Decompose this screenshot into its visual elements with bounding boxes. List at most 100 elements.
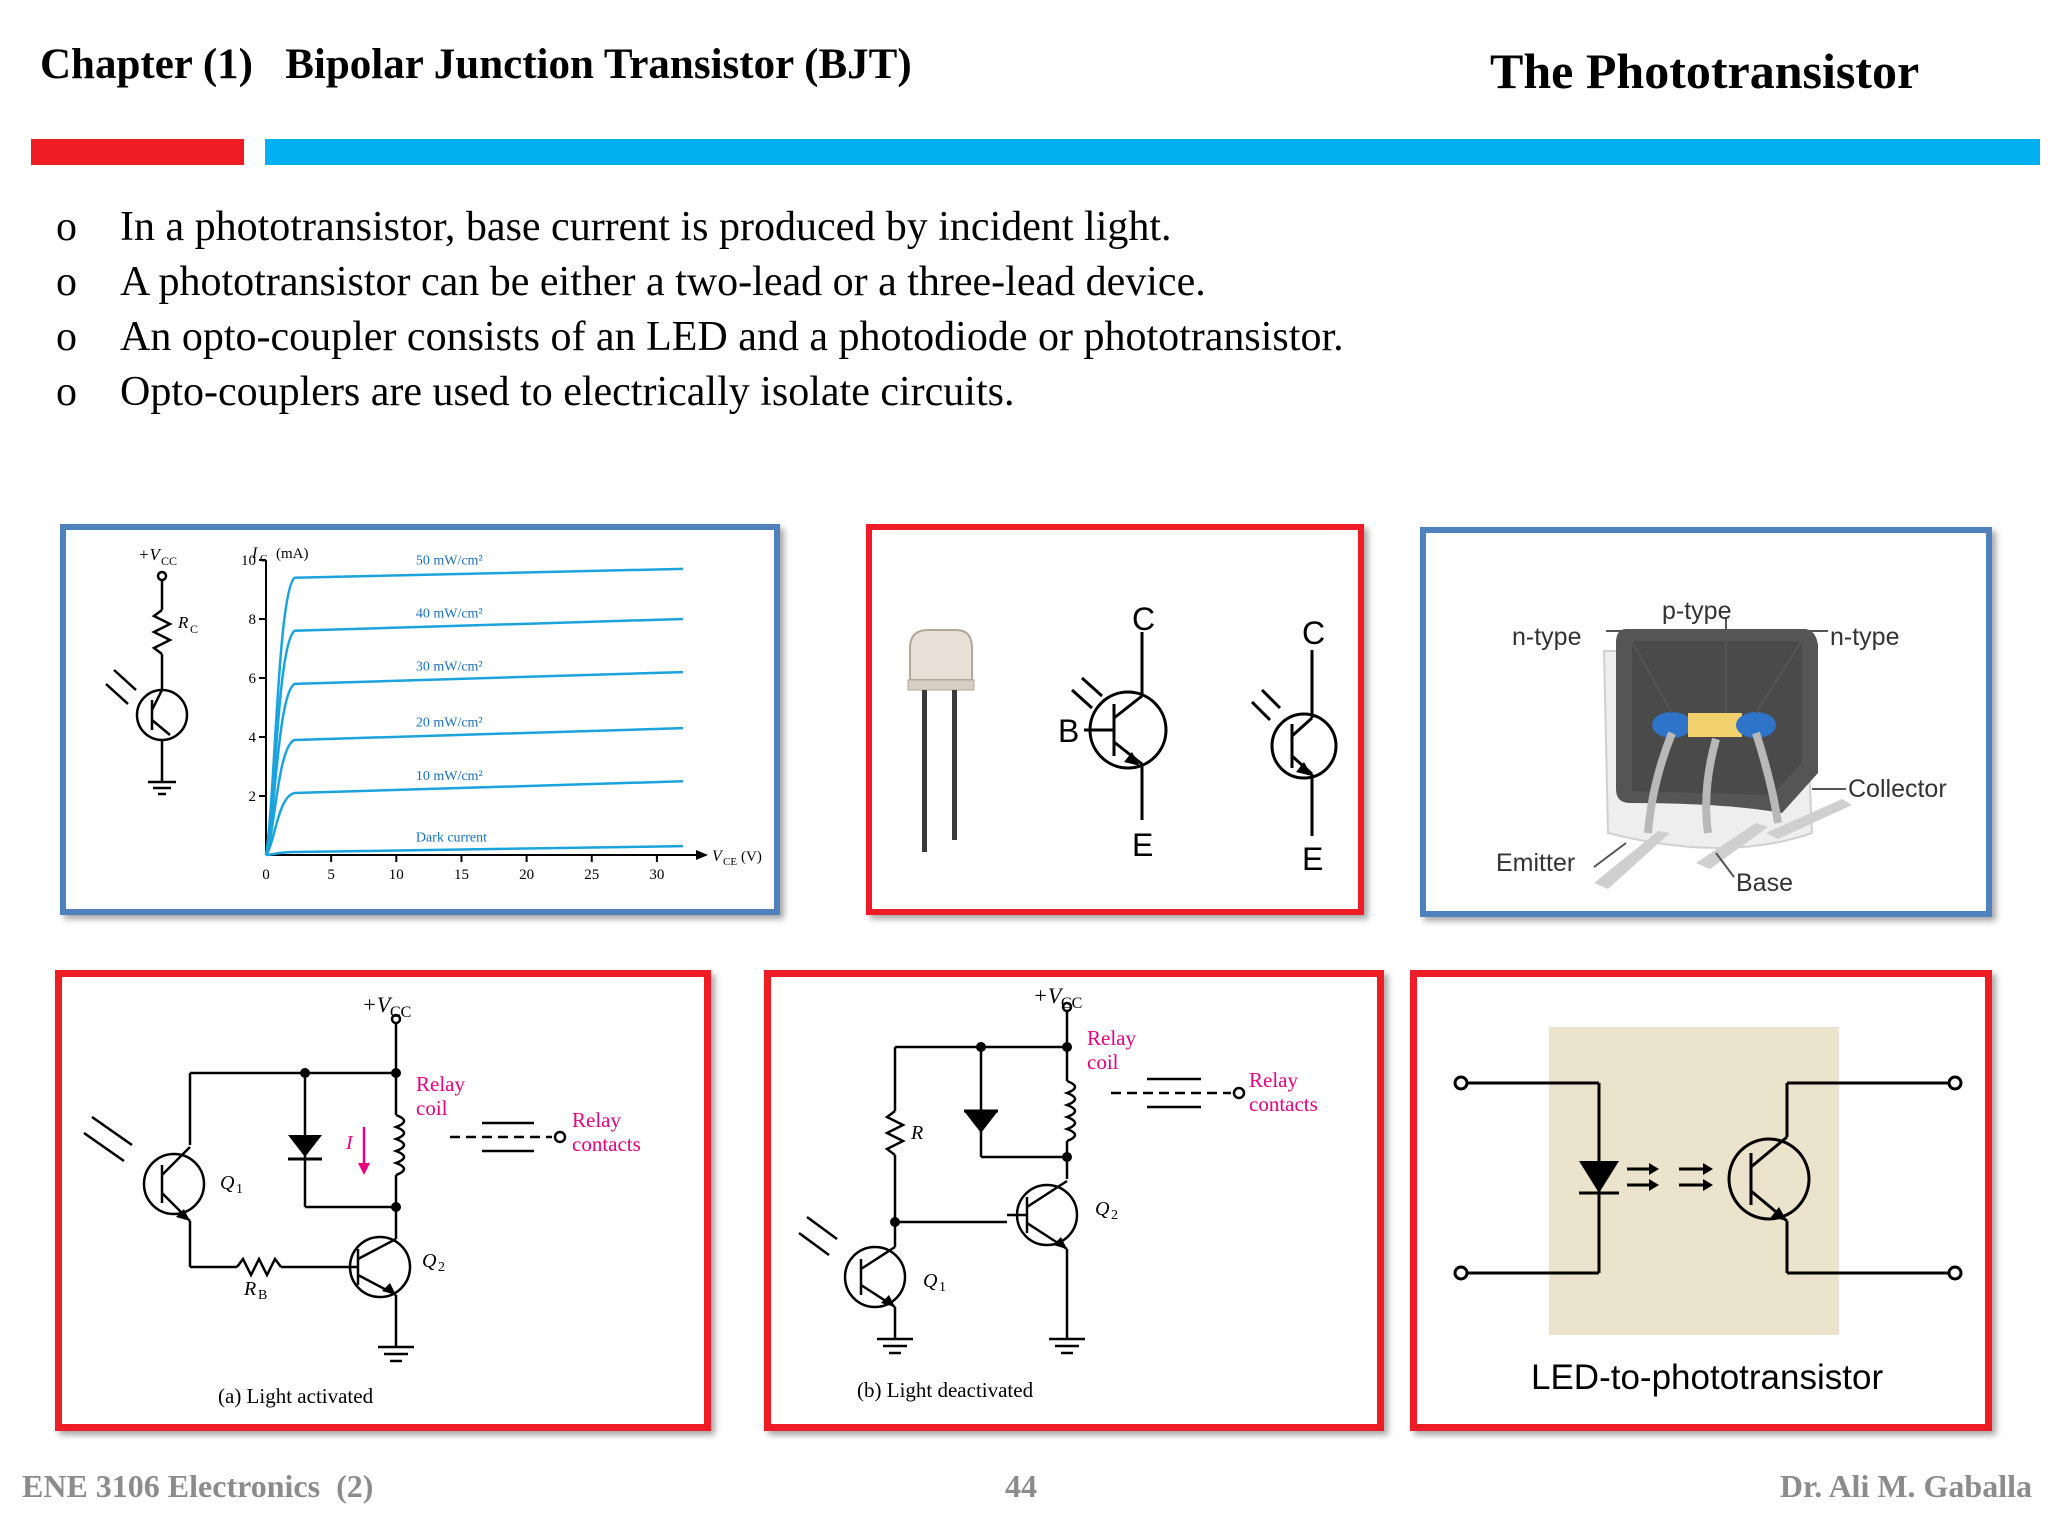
r-label: R: [910, 1122, 923, 1144]
rb-label: R: [243, 1278, 256, 1300]
x-tick-label: 10: [389, 867, 404, 883]
relay-b-circuit: [798, 1001, 1246, 1355]
phototransistor-bias-circuit: [105, 570, 189, 796]
vcc-label: +V: [1033, 983, 1064, 1008]
accent-bar-red: [31, 139, 244, 165]
emitter-label: E: [1132, 827, 1153, 863]
led-icon: [1579, 1161, 1619, 1193]
q1-subscript: 1: [236, 1182, 243, 1197]
emitter-arrow-icon: [1296, 762, 1312, 776]
vcc-subscript: CC: [390, 1004, 411, 1021]
series-label: 40 mW/cm²: [416, 607, 483, 622]
relay-coil-label-line2: coil: [1087, 1050, 1119, 1074]
x-axis-unit: (V): [741, 849, 762, 865]
bullet-text: Opto-couplers are used to electrically i…: [120, 369, 1015, 415]
figure-optocoupler: LED-to-phototransistor: [1410, 970, 1992, 1431]
slide-topic-title: The Phototransistor: [1490, 43, 1920, 99]
vcc-subscript: CC: [1061, 995, 1082, 1012]
bullet-text: An opto-coupler consists of an LED and a…: [120, 314, 1344, 360]
q1-subscript: 1: [939, 1280, 946, 1295]
phototransistor-package-image: [907, 629, 975, 852]
figure-phototransistor-construction: p-type n-type n-type Collector Emitter B…: [1420, 527, 1992, 917]
phototransistor-symbol-three-lead: [1070, 632, 1168, 820]
diode-icon: [964, 1111, 998, 1133]
relay-contacts-label-line1: Relay: [572, 1108, 621, 1132]
relay-contacts-label-line1: Relay: [1249, 1068, 1298, 1092]
series-curve: [264, 726, 684, 856]
emitter-arrow-icon: [881, 1295, 895, 1307]
accent-bar-blue: [265, 139, 2040, 165]
q2-subscript: 2: [438, 1260, 445, 1275]
q1-label: Q: [220, 1172, 235, 1194]
emitter-arrow-icon: [382, 1283, 396, 1295]
n-type-left-label: n-type: [1512, 623, 1581, 651]
figure-relay-light-deactivated: +V CC Relay coil Relay contacts R Q 2 Q …: [764, 970, 1384, 1431]
p-type-label: p-type: [1662, 597, 1731, 625]
light-arrows-icon: [1627, 1167, 1703, 1187]
y-tick-label: 6: [249, 671, 257, 687]
x-tick-label: 5: [327, 867, 335, 883]
relay-b-svg: +V CC Relay coil Relay contacts R Q 2 Q …: [798, 983, 1318, 1402]
construction-leader-lines: [1593, 617, 1846, 878]
vcc-label: +V: [362, 992, 393, 1017]
y-axis-subscript: C: [260, 553, 267, 565]
bullet-marker: o: [56, 204, 77, 250]
x-tick-label: 30: [649, 867, 664, 883]
x-tick-label: 0: [262, 867, 270, 883]
y-tick-label: 4: [249, 730, 257, 746]
footer-page-number: 44: [1005, 1468, 1037, 1504]
x-axis-arrow: [696, 850, 708, 860]
relay-contacts-label-line2: contacts: [1249, 1092, 1318, 1116]
y-tick-label: 10: [241, 553, 256, 569]
figure-phototransistor-symbols: C B E C E: [866, 524, 1364, 915]
x-tick-label: 25: [584, 867, 599, 883]
relay-coil-label-line2: coil: [416, 1096, 448, 1120]
x-axis-label: V: [712, 848, 724, 865]
q2-label: Q: [422, 1250, 437, 1272]
y-axis-label: I: [251, 545, 258, 562]
construction-illustration: [1594, 629, 1852, 889]
emitter-arrow-icon: [176, 1209, 190, 1221]
footer-author: Dr. Ali M. Gaballa: [1779, 1468, 2032, 1504]
series-label: 50 mW/cm²: [416, 553, 483, 568]
emitter-arrow-icon: [1124, 752, 1140, 766]
rb-subscript: B: [258, 1288, 267, 1303]
relay-coil-label-line1: Relay: [1087, 1026, 1136, 1050]
rc-label: R: [177, 613, 189, 632]
bullet-marker: o: [56, 369, 77, 415]
q1-label: Q: [923, 1270, 938, 1292]
y-tick-label: 8: [249, 612, 257, 628]
chapter-title: Chapter (1) Bipolar Junction Transistor …: [40, 41, 912, 88]
current-label: I: [345, 1132, 354, 1154]
series-curve: [264, 617, 684, 856]
y-tick-label: 2: [249, 789, 257, 805]
series-label: 10 mW/cm²: [416, 769, 483, 784]
collector-label: C: [1132, 601, 1155, 637]
series-curve: [264, 780, 684, 856]
q2-subscript: 2: [1111, 1208, 1118, 1223]
bullet-text: In a phototransistor, base current is pr…: [120, 204, 1172, 250]
bullet-marker: o: [56, 259, 77, 305]
figure-caption: LED-to-phototransistor: [1531, 1358, 1883, 1397]
vcc-subscript: CC: [161, 554, 177, 568]
optocoupler-svg: LED-to-phototransistor: [1453, 1027, 1963, 1397]
y-axis-unit: (mA): [276, 546, 309, 562]
figure-caption: (a) Light activated: [218, 1384, 374, 1408]
bullet-marker: o: [56, 314, 77, 360]
collector-label: Collector: [1848, 775, 1947, 803]
emitter-label: Emitter: [1496, 849, 1575, 877]
emitter-arrow-icon: [1053, 1237, 1067, 1249]
construction-svg: p-type n-type n-type Collector Emitter B…: [1496, 597, 1947, 897]
n-type-right-label: n-type: [1830, 623, 1899, 651]
relay-contacts-label-line2: contacts: [572, 1132, 641, 1156]
series-label: 30 mW/cm²: [416, 660, 483, 675]
footer-course: ENE 3106 Electronics (2): [22, 1468, 374, 1504]
vcc-label: +V: [138, 545, 162, 564]
series-curve: [264, 670, 684, 856]
series-curve: [265, 844, 683, 857]
x-tick-label: 20: [519, 867, 534, 883]
relay-coil-label-line1: Relay: [416, 1072, 465, 1096]
